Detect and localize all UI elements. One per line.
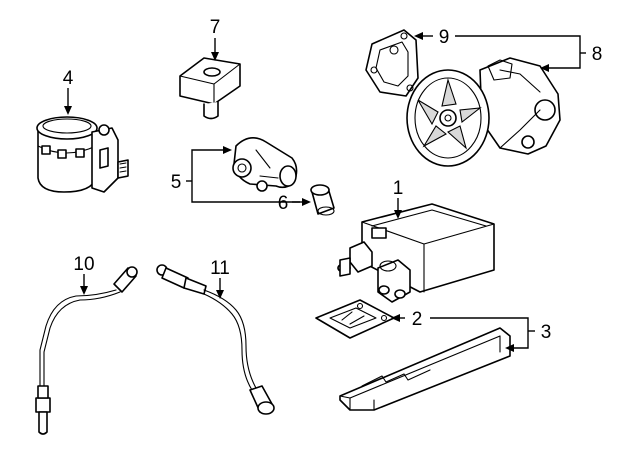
callout-7: 7 <box>210 17 221 38</box>
part-9-gasket[interactable] <box>365 29 419 97</box>
callout-1: 1 <box>393 178 404 199</box>
callout-4: 4 <box>63 68 74 89</box>
callout-6: 6 <box>278 193 289 214</box>
part-11-oxygen-sensor[interactable] <box>156 264 275 415</box>
callout-labels: 1 2 3 4 5 6 7 8 9 10 11 <box>63 17 603 343</box>
part-3-tray[interactable] <box>339 327 511 411</box>
callout-2: 2 <box>412 309 423 330</box>
part-6-cap[interactable] <box>310 184 335 216</box>
part-5-fitting[interactable] <box>232 137 298 192</box>
callout-3: 3 <box>541 322 552 343</box>
part-7-sensor[interactable] <box>179 57 241 120</box>
callout-11: 11 <box>210 258 230 279</box>
leader-lines <box>64 32 586 352</box>
callout-5: 5 <box>171 172 182 193</box>
callout-9: 9 <box>439 27 450 48</box>
callout-10: 10 <box>73 254 94 275</box>
part-4-purge-valve[interactable] <box>36 116 129 193</box>
part-8-water-pump[interactable] <box>406 57 561 167</box>
part-10-oxygen-sensor[interactable] <box>35 266 138 435</box>
part-1-canister[interactable] <box>337 203 495 303</box>
callout-8: 8 <box>592 44 603 65</box>
part-2-bracket[interactable] <box>315 299 395 339</box>
